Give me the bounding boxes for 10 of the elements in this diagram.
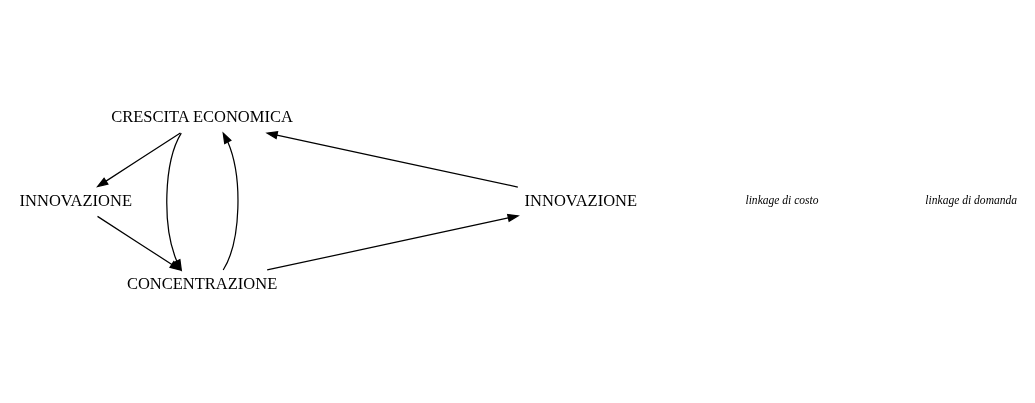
arrow	[222, 131, 239, 271]
node-text: CRESCITA ECONOMICA	[111, 107, 293, 127]
arrow	[266, 213, 520, 271]
node-text: INNOVAZIONE	[19, 190, 133, 210]
arrow	[265, 131, 519, 188]
node-text: CONCENTRAZIONE	[126, 273, 278, 293]
arrow	[96, 132, 181, 188]
node-text: INNOVAZIONE	[524, 190, 638, 210]
label: linkage di domanda	[925, 193, 1018, 206]
label: linkage di costo	[745, 193, 819, 206]
